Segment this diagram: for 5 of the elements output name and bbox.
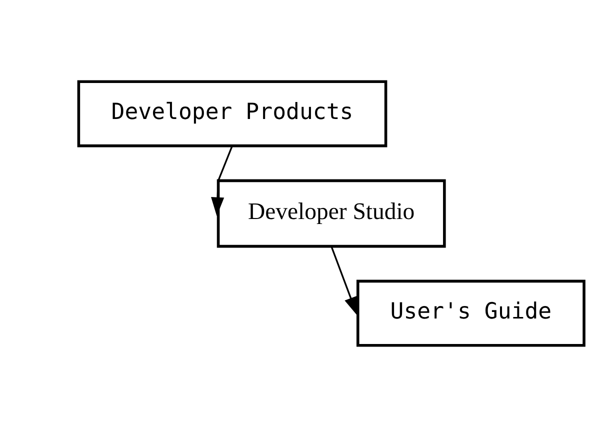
node-box: Developer Studio <box>216 179 446 248</box>
arrow <box>211 145 234 216</box>
node-box: User's Guide <box>356 280 586 347</box>
arrow <box>330 246 358 316</box>
node-box: Developer Products <box>77 80 388 148</box>
